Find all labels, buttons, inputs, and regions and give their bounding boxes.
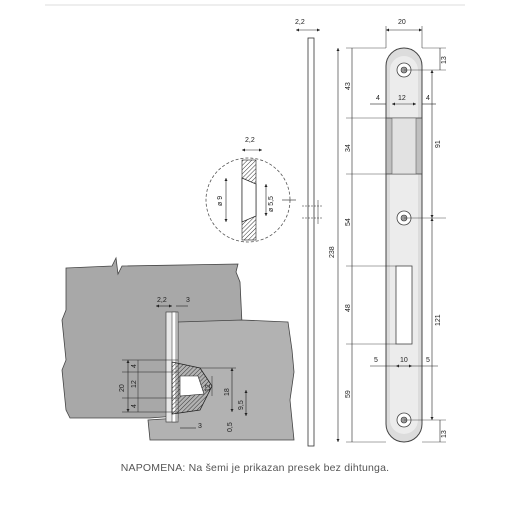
total-length-label: 238 (329, 246, 336, 258)
seg-slot-label: 48 (345, 304, 352, 312)
slot-width-label: 10 (400, 357, 408, 364)
section-total-height-label: 20 (119, 384, 126, 392)
upper-span-label: 91 (435, 140, 442, 148)
recess-left-label: 4 (376, 95, 380, 102)
detail-thickness-label: 2,2 (245, 137, 255, 144)
section-h3-label: 4 (131, 404, 138, 408)
drawing-note: NAPOMENA: Na šemi je prikazan presek bez… (120, 462, 390, 474)
hole-detail-view: 2,2 ø 9 ø 5,5 (205, 137, 296, 243)
section-h1-label: 4 (131, 364, 138, 368)
section-inner-12-label: 12 (205, 384, 212, 392)
section-depth-18-label: 18 (224, 388, 231, 396)
seg-recess-label: 34 (345, 144, 352, 152)
side-profile-thickness-label: 2,2 (295, 19, 305, 26)
recess-width-label: 12 (398, 95, 406, 102)
detail-outer-diameter-label: ø 9 (217, 196, 224, 206)
bevel-hollow (179, 375, 205, 397)
bolt-slot (395, 265, 413, 345)
seg-top-label: 43 (345, 82, 352, 90)
seg-mid-label: 54 (345, 218, 352, 226)
plate-width-label: 20 (398, 19, 406, 26)
section-plate-label: 3 (186, 297, 190, 304)
bottom-hole-offset-label: 13 (441, 430, 448, 438)
section-bottom-3-label: 3 (198, 423, 202, 430)
section-gap-label: 2,2 (157, 297, 167, 304)
side-profile-view: 2,2 (295, 19, 322, 447)
seg-bottom-label: 59 (345, 390, 352, 398)
section-depth-9-5-label: 9,5 (238, 400, 245, 410)
slot-right-label: 5 (426, 357, 430, 364)
top-hole-offset-label: 13 (441, 56, 448, 64)
slot-left-label: 5 (374, 357, 378, 364)
strike-plate-front-view: 20 4 12 4 5 10 5 43 34 54 48 59 238 (329, 19, 448, 443)
frame-section-view: 2,2 3 20 4 12 4 12 18 9,5 3 0,5 (61, 256, 295, 441)
lower-span-label: 121 (435, 314, 442, 326)
countersink-cut (241, 177, 257, 223)
detail-inner-diameter-label: ø 5,5 (268, 196, 275, 212)
section-h2-label: 12 (131, 380, 138, 388)
recess-right-label: 4 (426, 95, 430, 102)
side-profile-bar (307, 37, 315, 447)
section-bottom-0-5-label: 0,5 (227, 422, 234, 432)
